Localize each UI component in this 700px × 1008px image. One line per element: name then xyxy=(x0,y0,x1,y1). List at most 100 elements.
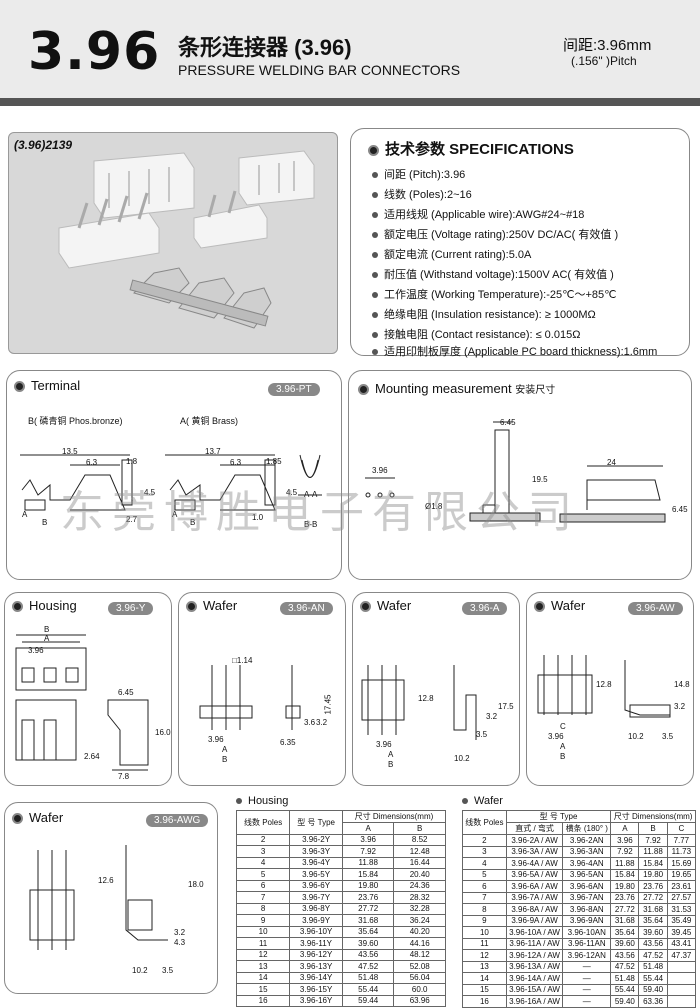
table-cell: 63.96 xyxy=(393,994,446,1007)
table-cell: 39.60 xyxy=(610,937,640,950)
table-cell: 7 xyxy=(462,891,507,904)
product-photo xyxy=(8,132,338,354)
dim-label: 12.8 xyxy=(596,680,612,689)
table-cell: 40.20 xyxy=(393,925,446,938)
table-cell: 23.76 xyxy=(638,880,668,893)
dim-label: 3.6 xyxy=(304,718,316,727)
table-cell: 19.65 xyxy=(666,868,697,881)
dim-label: 16.0 xyxy=(155,728,171,737)
dim-label: 6.35 xyxy=(280,738,296,747)
bullet-icon xyxy=(462,798,468,805)
table-cell: 3.96-14A / AW xyxy=(505,972,564,985)
housing-panel xyxy=(4,592,172,786)
col-poles: 线数 Poles xyxy=(462,810,507,835)
table-cell: 23.61 xyxy=(666,880,697,893)
mounting-drawing xyxy=(365,421,666,523)
bullet-icon xyxy=(372,232,378,239)
table-cell: 39.60 xyxy=(341,937,395,950)
table-cell: 27.72 xyxy=(341,902,395,915)
table-cell: 47.52 xyxy=(341,960,395,973)
section-marker: B xyxy=(42,518,48,527)
table-cell: 11.88 xyxy=(610,857,640,870)
dim-label: 3.96 xyxy=(372,466,388,475)
dim-label: 10.2 xyxy=(454,754,470,763)
table-cell: 35.64 xyxy=(610,926,640,939)
bullet-icon xyxy=(372,292,378,299)
table-cell: 6 xyxy=(462,880,507,893)
section-marker: A xyxy=(172,510,178,519)
table-cell: 9 xyxy=(235,914,291,927)
dim-label: 17.45 xyxy=(323,694,333,715)
spec-item: 绝缘电阻 (Insulation resistance): ≥ 1000MΩ xyxy=(372,306,596,322)
table-cell: 3.96-7A / AW xyxy=(505,891,564,904)
table-cell: 3.96-14Y xyxy=(289,971,343,984)
table-cell: 3.96-13A / AW xyxy=(505,960,564,973)
table-cell xyxy=(666,995,697,1008)
table-cell: 15 xyxy=(462,983,507,996)
table-cell: 3.96-6A / AW xyxy=(505,880,564,893)
dim-label: C xyxy=(560,722,566,731)
table-cell: 23.76 xyxy=(610,891,640,904)
dim-label: 1.8 xyxy=(126,457,138,466)
table-cell: 31.68 xyxy=(341,914,395,927)
table-cell: 3.96-7AN xyxy=(562,891,612,904)
material-phos-bronze: B( 磷青铜 Phos.bronze) xyxy=(28,416,123,426)
table-cell: 3.96-8Y xyxy=(289,902,343,915)
bullet-icon xyxy=(12,813,23,825)
dim-label: 6.45 xyxy=(118,688,134,697)
dim-label: A xyxy=(560,742,566,751)
table-cell: 3.96-3A / AW xyxy=(505,845,564,858)
table-cell: 32.28 xyxy=(393,902,446,915)
dim-label: 4.5 xyxy=(144,488,156,497)
table-cell: 3.96-3Y xyxy=(289,845,343,858)
table-cell: 59.44 xyxy=(341,994,395,1007)
table-cell: 2 xyxy=(235,833,291,846)
col-dimensions: 尺寸 Dimensions(mm) xyxy=(610,810,696,823)
material-brass: A( 黄铜 Brass) xyxy=(180,416,239,426)
table-cell: 27.72 xyxy=(610,903,640,916)
wafer-a-tag: 3.96-A xyxy=(462,602,508,615)
spec-item: 接触电阻 (Contact resistance): ≤ 0.015Ω xyxy=(372,326,580,342)
table-cell: 3.96-9A / AW xyxy=(505,914,564,927)
table-cell: 39.60 xyxy=(638,926,668,939)
dim-label: A xyxy=(388,750,394,759)
dim-label: 13.7 xyxy=(205,447,221,456)
table-cell: 11 xyxy=(235,937,291,950)
table-header-row: A B xyxy=(237,822,446,835)
section-label-aa: A-A xyxy=(304,490,318,499)
dim-label: 3.2 xyxy=(316,718,328,727)
dim-label: 7.8 xyxy=(118,772,130,781)
col-type: 型 号 Type xyxy=(289,810,343,835)
table-cell: 3.96 xyxy=(341,833,395,846)
table-cell: 3 xyxy=(235,845,291,858)
bullet-icon xyxy=(236,798,242,805)
col-c: C xyxy=(666,822,697,835)
header-divider xyxy=(0,98,700,106)
table-cell: 28.32 xyxy=(393,891,446,904)
dim-label: □1.14 xyxy=(232,656,253,665)
table-cell xyxy=(666,972,697,985)
table-cell: 3.96-3AN xyxy=(562,845,612,858)
spec-item: 间距 (Pitch):3.96 xyxy=(372,166,465,182)
table-cell: 51.48 xyxy=(341,971,395,984)
table-cell: 16 xyxy=(462,995,507,1008)
table-cell: 3.96-11Y xyxy=(289,937,343,950)
wafer-awg-tag: 3.96-AWG xyxy=(146,814,209,827)
table-cell: — xyxy=(562,983,612,996)
dim-label: 1.0 xyxy=(252,513,264,522)
dim-label: 1.85 xyxy=(266,457,282,466)
table-cell: 3.96-6Y xyxy=(289,879,343,892)
housing-table-title: Housing xyxy=(236,795,288,807)
bullet-icon xyxy=(372,172,378,179)
col-a: A xyxy=(341,822,395,835)
specifications-title: 技术参数 SPECIFICATIONS xyxy=(368,138,574,159)
table-cell: 3.96-2Y xyxy=(289,833,343,846)
wafer-aw-panel xyxy=(526,592,694,786)
table-cell: 47.52 xyxy=(638,949,668,962)
